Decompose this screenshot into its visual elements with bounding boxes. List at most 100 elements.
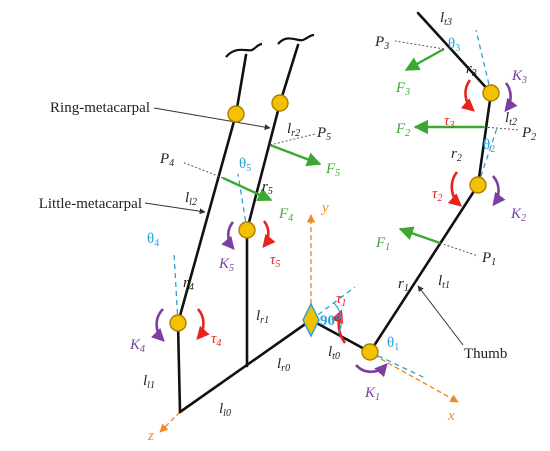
label-F2-symbol: F	[395, 121, 406, 137]
label-P3-subscript: 3	[383, 41, 389, 52]
label-F2-subscript: 2	[405, 128, 410, 139]
label-r2-subscript: 2	[457, 153, 462, 164]
label-F1: F1	[375, 235, 390, 253]
label-K2-symbol: K	[510, 206, 522, 222]
force-arrow-F3	[404, 47, 445, 72]
thumb-label: Thumb	[464, 346, 507, 362]
force-arrow-F4	[222, 176, 273, 202]
ring-finger-cap	[277, 33, 315, 45]
label-K5: K5	[218, 256, 234, 274]
torque-arc-tau4	[196, 308, 210, 340]
label-K3-subscript: 3	[521, 75, 527, 86]
leader-P1	[439, 242, 479, 257]
label-P4-subscript: 4	[169, 158, 174, 169]
label-theta5-symbol: θ	[239, 156, 246, 172]
link-little-upper	[234, 53, 248, 116]
thumb-base-ref-line	[310, 286, 356, 321]
label-lr1: lr1	[256, 308, 269, 326]
link-ll1	[176, 321, 182, 414]
right-angle-label: 90°	[320, 313, 341, 329]
label-F3-subscript: 3	[404, 87, 410, 98]
link-lt1	[368, 183, 480, 354]
label-r1: r1	[398, 276, 409, 294]
label-K1: K1	[364, 385, 380, 403]
label-theta2: θ2	[483, 137, 495, 155]
label-tau3: τ3	[444, 113, 454, 131]
label-P4-symbol: P	[159, 151, 169, 167]
label-ll2-subscript: l2	[189, 197, 197, 208]
label-theta1: θ1	[387, 335, 399, 353]
link-lt3	[416, 11, 493, 95]
force-arrow-F5	[269, 143, 322, 167]
label-K2: K2	[510, 206, 526, 224]
stiffness-arc-K2	[491, 175, 506, 207]
stiffness-arc-K3	[504, 82, 518, 113]
label-K4: K4	[129, 337, 145, 355]
coordinate-axes: y x z	[147, 200, 459, 444]
label-tau5-symbol: τ	[270, 252, 276, 268]
label-lt1: lt1	[438, 273, 450, 291]
label-lr0-subscript: r0	[281, 363, 290, 374]
joint-little-base	[169, 314, 187, 332]
label-lt3-symbol: l	[440, 10, 444, 26]
label-lt2: lt2	[505, 110, 517, 128]
label-lr2-subscript: r2	[291, 128, 300, 139]
label-tau1-symbol: τ	[336, 291, 342, 307]
label-F1-subscript: 1	[385, 242, 390, 253]
little-metacarpal-label: Little-metacarpal	[39, 196, 142, 212]
label-lr0-symbol: l	[277, 356, 281, 372]
label-lr1-symbol: l	[256, 308, 260, 324]
label-P5: P5	[316, 125, 331, 143]
label-P1: P1	[481, 250, 496, 268]
little-finger-cap	[225, 42, 263, 58]
label-r4: r4	[183, 275, 194, 293]
label-ll1-subscript: l1	[147, 380, 155, 391]
label-P2-subscript: 2	[531, 132, 536, 143]
label-ll2: ll2	[185, 190, 197, 208]
label-tau2-symbol: τ	[432, 186, 438, 202]
label-tau5: τ5	[270, 252, 280, 270]
symbol-labels: lt3lt2lt1lt0lr2lr1lr0ll2ll1ll0r1r2r3r4r5…	[39, 10, 536, 419]
label-K2-subscript: 2	[521, 213, 526, 224]
joint-ring-base	[238, 221, 256, 239]
z-axis-label: z	[147, 428, 154, 444]
label-lt1-symbol: l	[438, 273, 442, 289]
label-tau3-subscript: 3	[448, 120, 454, 131]
theta1-ref-line	[369, 351, 426, 379]
label-r1-symbol: r	[398, 276, 404, 292]
label-P3-symbol: P	[374, 34, 384, 50]
theta4-ref-line	[173, 252, 179, 324]
label-tau1-subscript: 1	[341, 298, 346, 309]
label-lt3-subscript: t3	[444, 17, 452, 28]
label-theta3-subscript: 3	[455, 43, 460, 54]
label-r1-subscript: 1	[404, 283, 409, 294]
label-F5-symbol: F	[325, 161, 336, 177]
label-theta3: θ3	[448, 36, 460, 54]
label-ll0-subscript: l0	[223, 408, 231, 419]
label-F4-symbol: F	[278, 206, 289, 222]
ring-metacarpal-callout	[153, 107, 271, 131]
angle-reference-lines	[173, 29, 499, 379]
finger-end-caps	[225, 33, 315, 58]
link-little-metacarpal	[176, 112, 238, 325]
thumb-callout	[417, 285, 464, 346]
label-lr1-subscript: r1	[260, 315, 269, 326]
torque-arc-tau3	[460, 79, 475, 112]
label-K5-symbol: K	[218, 256, 230, 272]
leader-P3	[394, 40, 445, 50]
callout-arrows	[144, 107, 464, 346]
theta2-ref-line	[477, 124, 499, 186]
label-tau2-subscript: 2	[437, 193, 442, 204]
label-r4-subscript: 4	[189, 282, 194, 293]
label-lr2-symbol: l	[287, 121, 291, 137]
label-lr2: lr2	[287, 121, 300, 139]
label-P1-subscript: 1	[491, 257, 496, 268]
label-theta3-symbol: θ	[448, 36, 455, 52]
label-K5-subscript: 5	[229, 263, 234, 274]
label-lt2-symbol: l	[505, 110, 509, 126]
label-ll1: ll1	[143, 373, 155, 391]
link-lt2	[476, 91, 493, 187]
label-K3: K3	[511, 68, 527, 86]
label-ll2-symbol: l	[185, 190, 189, 206]
